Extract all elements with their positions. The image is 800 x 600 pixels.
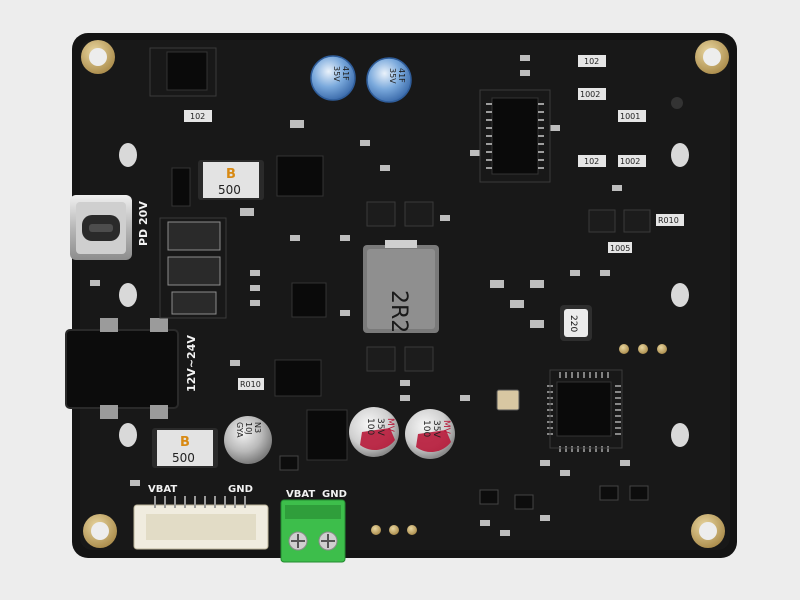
mosfets [366,201,651,372]
resistor-code: 1002 [580,90,600,99]
dc-jack [65,318,179,419]
silver-pad [119,143,137,167]
resistor-code: R010 [240,380,261,389]
silver-pad [671,423,689,447]
via-hole [671,97,683,109]
smd-diodes [167,221,221,315]
resistor [578,155,606,167]
small-inductor-label: 220 [568,315,578,332]
cap-text: N3 [253,422,262,433]
resistor-code: 1001 [620,112,640,121]
terminal-gnd-label: GND [322,489,347,500]
dc-input-label: 12V~24V [185,335,198,392]
ic-chip [166,51,208,91]
silver-pad [119,283,137,307]
ferrite-bead: B 500 [152,428,218,468]
ferrite-bead: B 500 [198,160,264,200]
smd-diode [171,291,217,315]
mosfet [404,201,434,227]
crystal [496,389,520,411]
smd-diode [167,221,221,251]
silver-pad [119,423,137,447]
mosfet [366,201,396,227]
screw-terminal [280,499,346,563]
resistors: 102 102 1002 1001 102 1002 R010 R010 100… [184,55,684,390]
cap-text: 35V [431,420,441,438]
resistor-code: 1002 [620,157,640,166]
mosfet [404,346,434,372]
usb-c-connector [70,195,132,260]
resistor-code: 102 [584,157,599,166]
ic-chip [491,97,539,175]
silkscreen-outlines [149,47,623,449]
mounting-hole [703,48,721,66]
blue-capacitor: 41F 35V [310,55,356,101]
resistor [238,378,264,390]
blue-capacitor: 41F 35V [366,57,412,103]
resistor-code: 102 [584,57,599,66]
resistor [578,55,606,67]
battery-gnd-label: GND [228,484,253,495]
mounting-hole [91,522,109,540]
cap-text: 41F [341,66,350,81]
resistor [656,214,684,226]
cap-text: 35V [388,68,397,84]
resistor [618,155,646,167]
cap-text: 10J [244,422,253,435]
silver-pad [671,143,689,167]
soic-pins [486,103,544,169]
cap-text: 41F [397,68,406,83]
ic-chip [171,167,191,207]
resistor [184,110,212,122]
cap-text: 35V [375,418,385,436]
battery-connector [133,496,269,550]
cap-text: 100 [421,420,431,437]
resistor [618,110,646,122]
red-capacitor: 100 35V MV [349,407,399,457]
small-smd-parts [90,55,630,536]
grey-capacitor: N3 10J GYA [224,416,272,464]
ic-chip [291,282,327,318]
ic-chip [306,409,348,461]
resistor [608,242,632,253]
resistor [578,88,606,100]
mounting-holes [81,40,729,548]
small-inductor: 220 [560,305,592,341]
ferrite-logo: B [226,167,236,182]
silver-pads [119,143,689,447]
ferrite-value: 500 [218,183,241,197]
test-pads [371,344,667,535]
mounting-hole [89,48,107,66]
ic-chip [556,381,612,437]
ic-chip [276,155,324,197]
silver-pad [671,283,689,307]
power-inductor: 2R2 [363,240,439,333]
cap-text: MV [441,420,451,435]
mosfet [588,209,616,233]
cap-text: 100 [365,418,375,435]
smd-diode [167,256,221,286]
usb-label: PD 20V [137,201,150,246]
mosfet [623,209,651,233]
resistor-code: 1005 [610,244,630,253]
ferrite-logo: B [180,435,190,450]
ic-chips [166,51,612,461]
ic-chip [274,359,322,397]
terminal-vbat-label: VBAT [286,489,315,500]
mounting-hole [699,522,717,540]
red-capacitor: 100 35V MV [405,409,455,459]
cap-text: MV [385,418,395,433]
ferrite-value: 500 [172,451,195,465]
cap-text: 35V [332,66,341,82]
cap-text: GYA [235,422,244,438]
transistors [279,455,649,510]
resistor-code: R010 [658,216,679,225]
inductor-label: 2R2 [386,290,411,333]
resistor-code: 102 [190,112,205,121]
mosfet [366,346,396,372]
battery-vbat-label: VBAT [148,484,177,495]
